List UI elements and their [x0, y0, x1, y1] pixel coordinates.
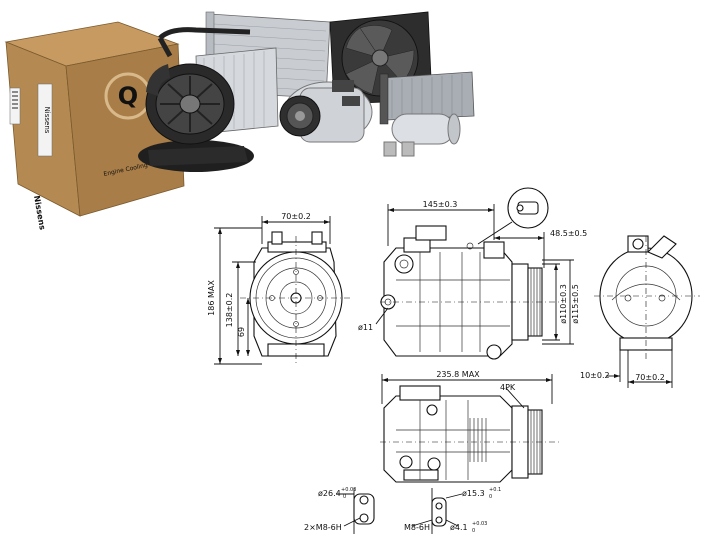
suction-port-tol-upper: +0.03: [341, 487, 356, 493]
suction-port-thread: 2×M8-6H: [304, 523, 342, 532]
suction-port-diameter: ø26.4: [318, 489, 341, 498]
discharge-port-diameter: ø15.3: [462, 489, 485, 498]
bottom-view: 235.8 MAX 4PK: [380, 370, 560, 483]
dim-rear-width: 70±0.2: [635, 373, 665, 382]
receiver-drier: [383, 113, 461, 157]
blower-motor: [138, 63, 254, 172]
dim-clutch-diameter: ø115±0.5: [571, 284, 580, 324]
dim-pulley-offset: 48.5±0.5: [550, 229, 587, 238]
discharge-port-tol-lower: 0: [489, 494, 492, 500]
belt-profile: 4PK: [500, 383, 516, 392]
box-side-logo: Nissens: [32, 195, 47, 231]
dim-total-length: 235.8 MAX: [436, 370, 480, 379]
discharge-port-pin: ø4.1: [450, 523, 468, 532]
box-badge-letter: Q: [118, 82, 138, 110]
discharge-port-detail: ø15.3 +0.1 0 M8-6H ø4.1 +0.03 0: [404, 487, 501, 534]
dim-length-top: 145±0.3: [423, 200, 458, 209]
suction-port-tol-lower: 0: [343, 494, 346, 500]
dim-rear-offset: 10±0.2: [580, 371, 610, 380]
box-logo: Nissens: [43, 107, 51, 134]
dim-pulley-diameter: ø110±0.3: [559, 284, 568, 324]
product-photo-group: Nissens Nissens Q Engine Cooling & Clima…: [4, 11, 475, 231]
rear-view: 70±0.2 10±0.2: [580, 235, 700, 388]
ac-compressor-photo: [279, 80, 373, 143]
discharge-pin-tol-lower: 0: [472, 528, 475, 534]
dim-mount-hole: ø11: [358, 323, 373, 332]
side-view: 145±0.3 48.5±0.5 ø110±0.3 ø115±0.5 ø11: [358, 187, 587, 360]
suction-port-detail: ø26.4 +0.03 0 2×M8-6H: [304, 487, 375, 534]
heater-core: [379, 71, 475, 125]
discharge-pin-tol-upper: +0.03: [472, 521, 487, 527]
discharge-port-thread: M8-6H: [404, 523, 430, 532]
dim-total-height: 186 MAX: [207, 280, 216, 316]
front-view: 70±0.2 186 MAX 138±0.2 69: [207, 212, 350, 365]
dim-height-69: 69: [237, 327, 246, 337]
discharge-port-tol-upper: +0.1: [489, 487, 501, 493]
dim-front-width: 70±0.2: [281, 212, 311, 221]
dim-height-138: 138±0.2: [225, 293, 234, 328]
